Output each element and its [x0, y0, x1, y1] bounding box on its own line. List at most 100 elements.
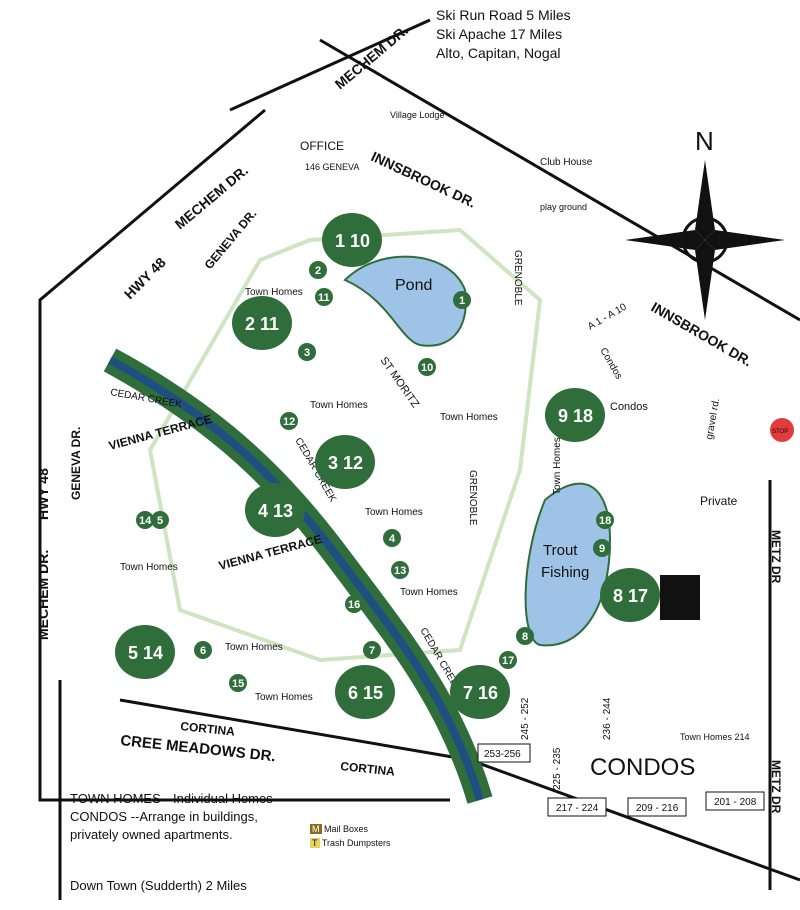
- compass-north-label: N: [695, 126, 714, 156]
- direction-ski-run: Ski Run Road 5 Miles: [436, 7, 571, 23]
- condos-big-label: CONDOS: [590, 754, 695, 781]
- tee-label: 18: [599, 515, 611, 527]
- town-homes-label: Town Homes: [400, 587, 458, 598]
- trout-pond: [524, 482, 612, 647]
- tee-label: 17: [502, 655, 514, 667]
- trout-label-1: Trout: [543, 542, 578, 559]
- pond-label: Pond: [395, 277, 432, 294]
- road-label: INNSBROOK DR.: [649, 299, 755, 370]
- hole-label: 5 14: [128, 643, 163, 663]
- unit-range-boxes: 253-256 245 - 252 236 - 244 225 - 235 21…: [477, 697, 765, 817]
- unit-range: 217 - 224: [556, 803, 599, 814]
- road-label: METZ DR: [769, 530, 783, 584]
- road-label: GRENOBLE: [467, 470, 478, 526]
- hole-label: 9 18: [558, 406, 593, 426]
- tee-label: 7: [369, 645, 375, 657]
- hole-label: 8 17: [613, 586, 648, 606]
- hole-greens: 1 10 2 11 3 12 4 13 5 14 6 15 7 16 8 17 …: [115, 213, 660, 719]
- green-5-14: [115, 625, 175, 679]
- road-label: VIENNA TERRACE: [217, 532, 323, 573]
- compass-rose-icon: [625, 160, 785, 320]
- mail-key-icon: M: [310, 824, 322, 834]
- road-label: gravel rd.: [704, 398, 722, 441]
- stop-sign: [770, 418, 794, 442]
- green-3-12: [315, 435, 375, 489]
- road-label: CREE MEADOWS DR.: [120, 732, 277, 765]
- tee-label: 8: [522, 631, 528, 643]
- road-network: [38, 18, 800, 900]
- green-4-13: [245, 483, 305, 537]
- hole-label: 4 13: [258, 501, 293, 521]
- cedar-creek-water: [108, 356, 484, 802]
- mechem-top-road: [229, 18, 431, 112]
- tee-markers: 1 2 3 4 5 6 7 8 9 10 11 12 13 14 15 16 1…: [136, 261, 614, 692]
- tee-label: 12: [283, 416, 295, 428]
- tee-label: 14: [139, 515, 152, 527]
- green-9-18: [545, 388, 605, 442]
- tee-label: 10: [421, 362, 433, 374]
- road-label: GENEVA DR.: [202, 207, 260, 272]
- pond: [343, 255, 467, 347]
- town-homes-label: Town Homes: [552, 437, 563, 495]
- green-2-11: [232, 296, 292, 350]
- unit-range: 253-256: [484, 749, 521, 760]
- road-label: METZ DR: [769, 760, 783, 814]
- town-homes-label: Town Homes: [225, 642, 283, 653]
- village-lodge-label: Village Lodge: [390, 110, 444, 120]
- condos-label-b: Condos: [610, 401, 648, 413]
- tee-label: 1: [459, 295, 465, 307]
- road-label: HWY 48: [35, 468, 51, 520]
- a-units-label: A 1 - A 10: [586, 301, 629, 332]
- direction-alto: Alto, Capitan, Nogal: [436, 45, 561, 61]
- tee-label: 11: [318, 292, 330, 304]
- texas-label-1: Texas: [664, 581, 693, 593]
- office-label: OFFICE: [300, 139, 344, 153]
- road-label: VIENNA TERRACE: [107, 412, 213, 453]
- trash-key-row: T Trash Dumpsters: [310, 836, 391, 850]
- tee-label: 13: [394, 565, 406, 577]
- hole-label: 7 16: [463, 683, 498, 703]
- tee-label: 3: [304, 347, 310, 359]
- legend-line-1: TOWN HOMES --Individual Homes: [70, 791, 273, 806]
- green-7-16: [450, 665, 510, 719]
- tee-label: 5: [157, 515, 163, 527]
- direction-ski-apache: Ski Apache 17 Miles: [436, 26, 563, 42]
- road-label: GENEVA DR.: [69, 427, 83, 500]
- town-homes-label: Town Homes: [365, 507, 423, 518]
- texas-club-building: [660, 575, 700, 620]
- club-house-label: Club House: [540, 157, 593, 168]
- private-label: Private: [700, 494, 738, 508]
- unit-range: 225 - 235: [552, 747, 563, 790]
- golf-paths: [147, 227, 543, 663]
- trash-key-label: Trash Dumpsters: [321, 838, 391, 848]
- road-label: CORTINA: [340, 759, 396, 779]
- town-homes-label: Town Homes: [120, 562, 178, 573]
- tee-label: 16: [348, 599, 360, 611]
- directions-block: Ski Run Road 5 Miles Ski Apache 17 Miles…: [436, 6, 571, 63]
- town-homes-label: Town Homes: [440, 412, 498, 423]
- stop-label: STOP: [772, 429, 788, 435]
- trout-label-2: Fishing: [541, 564, 589, 581]
- trash-key-icon: T: [310, 838, 320, 848]
- hole-label: 3 12: [328, 453, 363, 473]
- tee-label: 2: [315, 265, 321, 277]
- unit-range: 245 - 252: [520, 697, 531, 740]
- office-address: 146 GENEVA: [305, 162, 359, 172]
- town-homes-label: Town Homes: [255, 692, 313, 703]
- texas-label-2: Club: [668, 597, 691, 609]
- hole-label: 1 10: [335, 231, 370, 251]
- unit-range: 209 - 216: [636, 803, 679, 814]
- map-key: M Mail Boxes T Trash Dumpsters: [310, 822, 391, 850]
- th214-label: Town Homes 214: [680, 732, 750, 742]
- hole-label: 2 11: [245, 314, 279, 334]
- road-label: MECHEM DR.: [35, 550, 51, 640]
- road-label: MECHEM DR.: [332, 22, 411, 92]
- tee-label: 4: [389, 533, 396, 545]
- unit-range: 201 - 208: [714, 797, 757, 808]
- green-8-17: [600, 568, 660, 622]
- unit-range: 236 - 244: [602, 697, 613, 740]
- road-label: HWY 48: [121, 254, 169, 302]
- innsbrook-road: [319, 38, 800, 322]
- green-6-15: [335, 665, 395, 719]
